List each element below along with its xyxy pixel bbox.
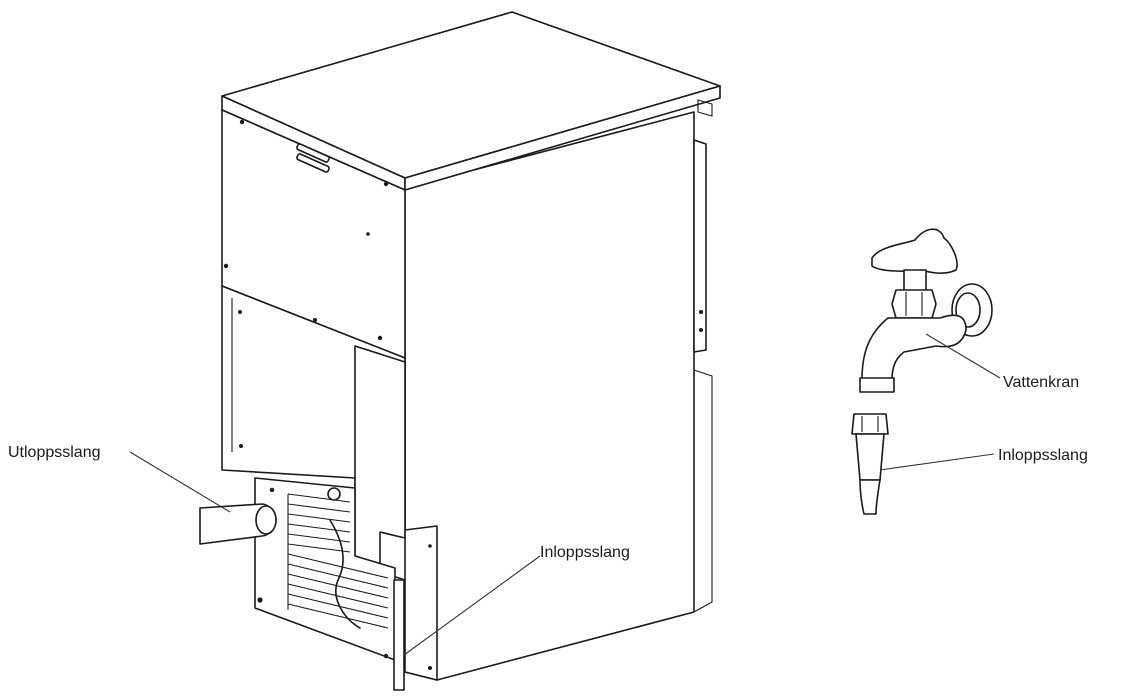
label-outlet-hose: Utloppsslang [8, 444, 101, 461]
ice-machine [199, 11, 721, 691]
label-water-tap: Vattenkran [1003, 374, 1079, 391]
tap-inlet-hose [851, 413, 889, 515]
water-tap [859, 228, 993, 393]
condenser-grille [254, 477, 396, 661]
label-inlet-hose-tap: Inloppsslang [998, 447, 1088, 464]
leader-lines [129, 333, 1001, 656]
machine-side-panel [404, 111, 695, 681]
label-inlet-hose-machine: Inloppsslang [540, 544, 630, 561]
